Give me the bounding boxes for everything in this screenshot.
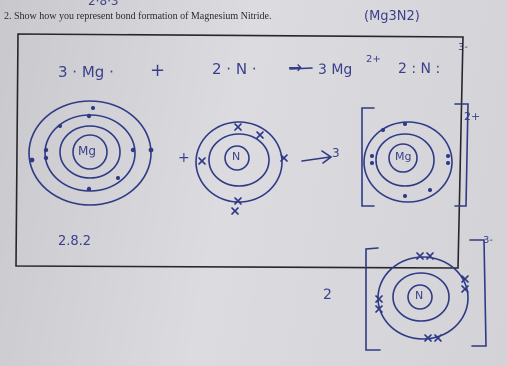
answer-box: [15, 33, 464, 269]
product-n-coefficient: 2: [323, 287, 332, 303]
product-mg-label: Mg: [395, 150, 412, 163]
mg-ion-nucleus-circle: [388, 143, 418, 173]
n-ion-electron-cross: [375, 295, 383, 303]
mg-bracket-right: [454, 103, 469, 207]
mg-bracket-left: [361, 107, 375, 207]
mg-atom: [28, 100, 154, 206]
mg-shell-1: [59, 125, 121, 179]
top-scribble: 2·8·3: [88, 0, 119, 8]
n-ion-electron-cross: [375, 305, 383, 313]
mg-electron: [43, 147, 49, 153]
eq-reactant-n: 2 · N ·: [212, 60, 257, 78]
mg-valence-electron: [29, 157, 35, 163]
n-ion-electron-cross: [461, 285, 469, 293]
diagram-plus: +: [178, 150, 190, 166]
eq-product-mg: 3 Mg: [318, 62, 353, 78]
mg-electron: [86, 186, 92, 192]
n-electron-cross: [280, 154, 288, 162]
n-electron-cross: [256, 131, 264, 139]
mg-ion-shell-1: [375, 133, 435, 187]
mg-electron: [91, 106, 95, 110]
diagram-arrow: [301, 150, 333, 164]
mg-ion-electron: [381, 128, 385, 132]
product-n-label: N: [415, 289, 424, 302]
mg-ion-electron: [403, 194, 407, 198]
n-ion: [365, 239, 487, 351]
arrow-coefficient: 3: [332, 146, 340, 160]
n-ion-electron-cross: [426, 252, 434, 260]
mg-nucleus-label: Mg: [78, 144, 96, 158]
mg-ion-electron: [428, 188, 432, 192]
n-electron-cross: [234, 123, 242, 131]
n-ion-shell-1: [392, 272, 450, 322]
mg-ion-electron: [370, 161, 374, 165]
mg-electron: [130, 147, 136, 153]
n-atom: [195, 121, 288, 215]
n-shell-1: [208, 133, 270, 187]
formula-note: (Mg3N2): [364, 9, 420, 24]
product-n-charge: 3-: [483, 235, 493, 246]
mg-shell-3: [28, 100, 152, 206]
n-bracket-left: [365, 247, 381, 351]
mg-ion: [361, 103, 469, 207]
n-ion-electron-cross: [416, 252, 424, 260]
mg-ion-electron: [370, 154, 374, 158]
n-electron-cross: [231, 207, 239, 215]
mg-electron: [116, 176, 120, 180]
eq-plus: +: [150, 60, 166, 81]
eq-product-n: 2 : N :: [398, 61, 441, 77]
eq-product-mg-charge: 2+: [366, 54, 381, 65]
mg-electron: [43, 155, 49, 161]
mg-nucleus-circle: [72, 134, 108, 170]
n-ion-electron-cross: [424, 334, 432, 342]
n-nucleus-circle: [224, 145, 250, 171]
equation-arrow-line: [289, 67, 313, 70]
n-electron-cross: [234, 197, 242, 205]
n-ion-electron-cross: [434, 334, 442, 342]
electron-config: 2.8.2: [58, 234, 92, 249]
mg-electron: [58, 124, 62, 128]
question-text: 2. Show how you represent bond formation…: [4, 11, 272, 22]
eq-reactant-mg: 3 · Mg ·: [58, 63, 114, 81]
mg-ion-electron: [446, 161, 450, 165]
mg-ion-electron: [446, 154, 450, 158]
n-nucleus-label: N: [232, 150, 241, 163]
n-ion-shell-2: [377, 256, 469, 340]
mg-valence-electron: [148, 147, 154, 153]
n-ion-nucleus-circle: [407, 284, 433, 310]
n-ion-electron-cross: [461, 275, 469, 283]
mg-ion-electron: [403, 122, 407, 126]
mg-ion-shell-2: [363, 121, 453, 203]
mg-electron: [86, 113, 92, 119]
n-electron-cross: [198, 157, 206, 165]
n-bracket-right: [469, 239, 487, 347]
